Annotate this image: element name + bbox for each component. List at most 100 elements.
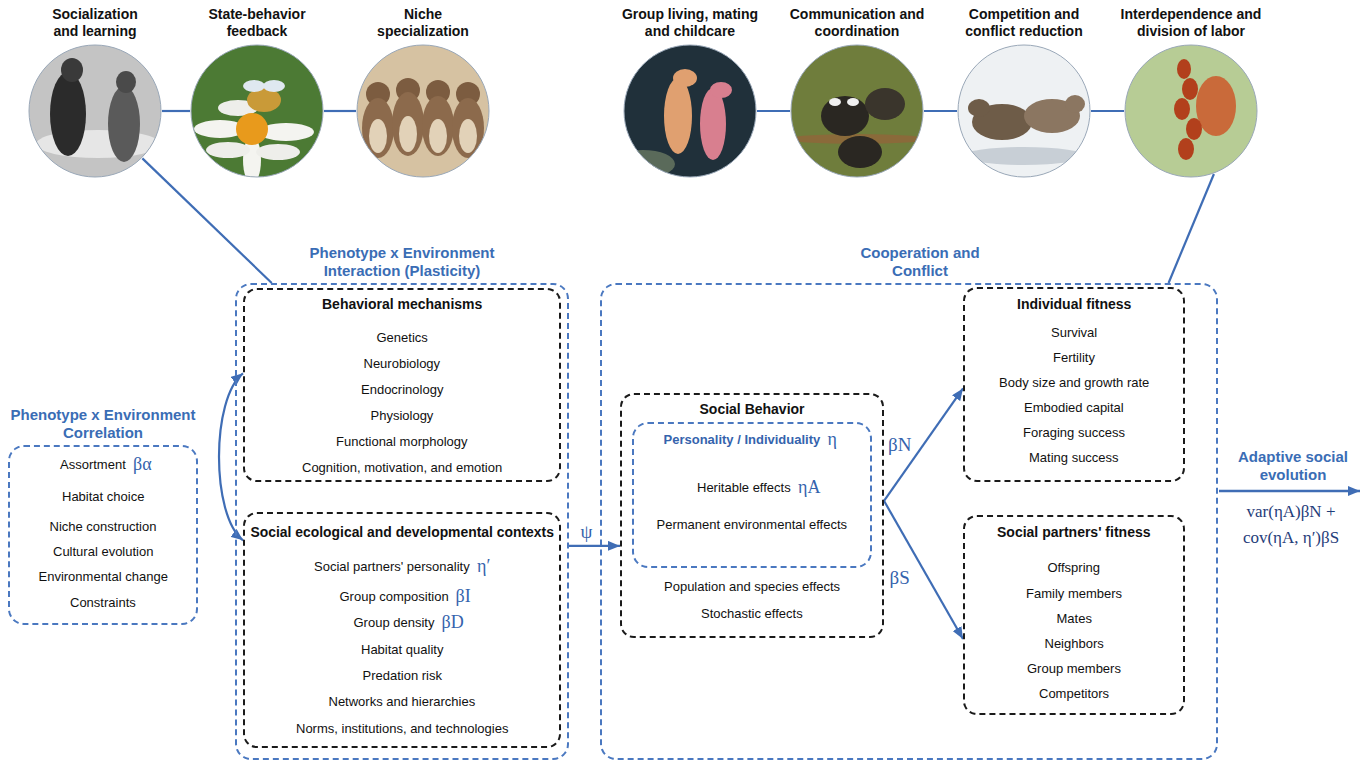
photo-shape <box>700 88 726 160</box>
photo-shape <box>61 58 83 82</box>
photo-shape <box>369 119 387 153</box>
photo-shape <box>236 113 268 145</box>
photo-circle: Communication and coordination <box>790 44 924 178</box>
photo-group <box>957 44 1091 178</box>
photo-border <box>357 45 489 177</box>
dashed-box: Social partners' fitnessOffspringFamily … <box>963 515 1185 715</box>
photo <box>790 44 924 178</box>
photo-group <box>356 44 490 178</box>
list-item: Cultural evolution <box>53 544 153 560</box>
heading: Communication and coordination <box>782 6 932 40</box>
photo-shape <box>962 147 1086 165</box>
connector <box>569 545 620 547</box>
photo-circle: Interdependence and division of labor <box>1124 44 1258 178</box>
connector <box>219 373 243 540</box>
photo-circle: State-behavior feedback <box>190 44 324 178</box>
list-item: Group density <box>354 615 435 631</box>
heading: Niche specialization <box>366 6 481 40</box>
photo-shape <box>865 88 905 120</box>
list-item: Foraging success <box>1023 425 1125 441</box>
photo <box>1124 44 1258 178</box>
photo-ground <box>957 44 1091 178</box>
heading: Interdependence and division of labor <box>1109 6 1274 40</box>
photo-shape <box>1182 78 1198 100</box>
photo-ground <box>28 44 162 178</box>
box-title: Individual fitness <box>1017 296 1131 313</box>
list-item: Constraints <box>70 595 136 611</box>
photo-shape <box>1174 98 1190 120</box>
photo-shape <box>243 80 265 92</box>
box-title: Social ecological and developmental cont… <box>251 524 554 541</box>
output-arrow <box>1219 490 1360 492</box>
dashed-box: Social ecological and developmental cont… <box>243 512 561 748</box>
list-item: Social partners' personality <box>314 559 470 575</box>
photo-group <box>790 44 924 178</box>
list-item: Genetics <box>377 330 428 346</box>
heading: Phenotype x Environment Correlation <box>1 406 206 442</box>
connector <box>324 110 356 112</box>
list-item: Competitors <box>1039 686 1109 702</box>
photo-group <box>1124 44 1258 178</box>
list-item: Neurobiology <box>364 356 441 372</box>
list-item: Habitat choice <box>62 489 144 505</box>
dashed-box: Phenotype x Environment CorrelationAssor… <box>8 445 198 625</box>
photo-shape <box>206 142 250 158</box>
photo-shape <box>968 99 990 117</box>
photo-ground <box>356 44 490 178</box>
list-item: Mating success <box>1029 450 1119 466</box>
list-item: Embodied capital <box>1024 400 1124 416</box>
list-item: Family members <box>1026 586 1122 602</box>
photo-ground <box>623 44 757 178</box>
list-item: Group members <box>1027 661 1121 677</box>
box-title: Behavioral mechanisms <box>322 296 482 313</box>
symbol: βD <box>442 612 464 632</box>
list-item: Neighbors <box>1045 636 1104 652</box>
photo-shape <box>664 78 692 154</box>
photo-circle: Competition and conflict reduction <box>957 44 1091 178</box>
list-item: Niche construction <box>50 519 157 535</box>
photo <box>190 44 324 178</box>
box-title: Personality / Individuality <box>664 432 821 448</box>
edge-label: βS <box>888 567 912 588</box>
photo-shape <box>429 119 447 153</box>
list-item: Permanent environmental effects <box>657 517 848 533</box>
photo-border <box>191 45 323 177</box>
formula: var(ηA)βN + cov(ηA, η′)βS <box>1222 499 1360 551</box>
photo <box>623 44 757 178</box>
connector <box>1169 174 1214 283</box>
photo-shape <box>452 98 484 158</box>
box-title: Social Behavior <box>700 401 805 418</box>
dashed-box: Behavioral mechanismsGeneticsNeurobiolog… <box>243 288 561 482</box>
photo-circle: Niche specialization <box>356 44 490 178</box>
connector <box>884 388 963 500</box>
dashed-box: Phenotype x Environment Interaction (Pla… <box>235 283 569 760</box>
photo <box>28 44 162 178</box>
list-item: Body size and growth rate <box>999 375 1149 391</box>
list-item: Physiology <box>371 408 434 424</box>
heading: Group living, mating and childcare <box>610 6 770 40</box>
photo-shape <box>50 72 86 156</box>
dashed-box: Social BehaviorPopulation and species ef… <box>620 393 884 638</box>
list-item: Heritable effects <box>697 480 791 496</box>
photo-shape <box>392 92 424 156</box>
photo-border <box>791 45 923 177</box>
photo-group <box>623 44 757 178</box>
list-item: Stochastic effects <box>701 606 803 622</box>
photo-shape <box>1178 138 1194 160</box>
photo-shape <box>459 119 477 153</box>
list-item: Habitat quality <box>361 642 443 658</box>
photo-border <box>29 45 161 177</box>
list-item: Survival <box>1051 325 1097 341</box>
list-item: Offspring <box>1048 560 1101 576</box>
connector <box>924 110 957 112</box>
connector <box>1091 110 1124 112</box>
photo-shape <box>108 86 140 162</box>
symbol: ηA <box>798 477 820 497</box>
photo-shape <box>399 116 417 152</box>
photo-border <box>1125 45 1257 177</box>
photo-shape <box>847 98 859 106</box>
dashed-box: Personality / IndividualityηHeritable ef… <box>632 422 872 568</box>
photo <box>957 44 1091 178</box>
photo-shape <box>116 71 136 93</box>
